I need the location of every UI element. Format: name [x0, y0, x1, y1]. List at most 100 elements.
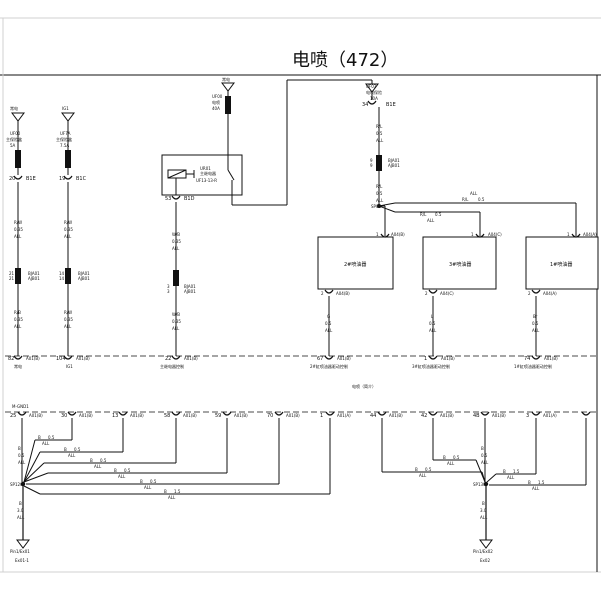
fuse-feed-antenna-icon [11, 112, 25, 122]
ecu-br-pin-3-num: 3 [526, 413, 529, 419]
gnd-left-b2-gauge: 0.5 [100, 458, 107, 463]
ecu-bl-pin-5-num: 70 [267, 413, 273, 419]
ecu-pin-82-tag: A01(B) [26, 356, 40, 361]
splice-sp120-label: SP120 [10, 482, 23, 487]
ecu-pin-104-label: IG1 [66, 364, 73, 369]
ecu-bl-pin-3-tag: A01(B) [183, 413, 197, 418]
injector-3-tag-bot: A04(C) [440, 291, 454, 296]
gnd-left-b5-gauge: 1.5 [174, 489, 181, 494]
ecu-name: 电喷（简介） [352, 383, 376, 389]
ground-right-icon [479, 539, 493, 549]
gnd-left-vwire-opt: ALL [18, 460, 26, 465]
wire-w2-opt: ALL [64, 234, 72, 239]
ecu-br-pin-2-tag: A01(B) [492, 413, 506, 418]
ground-right-code: Ex02 [480, 558, 490, 563]
wire-w6-gauge: 0.35 [64, 317, 73, 322]
gnd-left-b3-color: B [114, 468, 117, 473]
gnd-left-b2-color: B [90, 458, 93, 463]
feed-right-code: UF03 [366, 84, 377, 89]
wire-w1-color: R/W [14, 220, 22, 225]
relay-sub: UF13-13-R [196, 178, 217, 183]
ground-right-label: Pin1/Ex02 [473, 549, 493, 554]
inj-wire-b-gauge: 0.5 [478, 197, 485, 202]
feed-left-code: UF00 [10, 131, 21, 136]
wire-w7-color: W/B [172, 312, 180, 317]
wire-w3-opt: ALL [172, 246, 180, 251]
gnd-right-b1-gauge: 0.5 [453, 455, 460, 460]
ecu-pin-1-num: 1 [424, 356, 427, 362]
injector-2-box [317, 236, 394, 290]
gnd-right-b0-color: B [415, 467, 418, 472]
ecu-bottom-left-pins: 25 A01(B) 30 A01(B) 13 A01(B) 58 A01(B) … [10, 411, 351, 419]
ecu-pin-22-label: 主继电器控制 [160, 363, 184, 369]
relay-feed-label: 常电 [222, 76, 230, 82]
injector-3-box [422, 236, 497, 290]
fuse-ig1-antenna-icon [61, 112, 75, 122]
ecu-bl-pin-2-num: 13 [112, 413, 118, 419]
inj-wire-a-opt: ALL [427, 218, 435, 223]
gnd-right-b3-opt: ALL [532, 486, 540, 491]
injector-3-pin-top: 1 [471, 232, 474, 237]
wire-w3-gauge: 0.35 [172, 239, 181, 244]
ecu-bl-pin-4-num: 59 [215, 413, 221, 419]
connector-c2-icon [65, 268, 71, 284]
injector-2-tag-top: A04(B) [391, 232, 405, 237]
ecu-pin-74-num: 74 [524, 356, 530, 362]
injector-2-pin-top: 1 [376, 232, 379, 237]
feed-left-amp: 5A [10, 143, 16, 148]
splice-sp130-icon [483, 481, 489, 487]
gnd-right-b3-gauge: 1.5 [538, 480, 545, 485]
injector-2-wire-opt: ALL [325, 328, 333, 333]
wire-w4-opt: ALL [376, 138, 384, 143]
pin-relay-out-icon [171, 195, 181, 200]
ecu-bl-pin-0-num: 25 [10, 413, 16, 419]
ecu-pin-67-num: 67 [317, 356, 323, 362]
relay-feed-code: UF00 [212, 94, 223, 99]
gnd-left-b1-opt: ALL [68, 453, 76, 458]
relay-feed-sub: 电喷 [212, 99, 220, 105]
connector-c1-icon [15, 268, 21, 284]
relay-name: 主继电器 [200, 170, 216, 176]
gnd-left-b2-opt: ALL [94, 464, 102, 469]
gnd-right-b2-gauge: 1.5 [513, 469, 520, 474]
wire-w7-opt: ALL [172, 326, 180, 331]
ecu-pin-74-icon [531, 355, 541, 360]
ecu-bottom-right-pins: 44 A01(B) 42 A01(B) 4B A01(B) 3 A01(A) [370, 411, 591, 419]
injector-3-wire-opt: ALL [429, 328, 437, 333]
ecu-pin-22-icon [171, 355, 181, 360]
injector-3-pin-bot-icon [428, 289, 438, 294]
gnd-left-b4-opt: ALL [144, 485, 152, 490]
ecu-bl-pin-6-tag: A01(A) [337, 413, 351, 418]
wire-w1-gauge: 0.35 [14, 227, 23, 232]
feed-left-sub: 主保险盒 [6, 136, 22, 142]
ecu-bl-pin-0-tag: A01(B) [29, 413, 43, 418]
wire-w2-gauge: 0.35 [64, 227, 73, 232]
injector-2-pin-top-icon [380, 233, 390, 238]
gnd-left-b4-gauge: 0.5 [150, 479, 157, 484]
injector-1-box [525, 236, 599, 290]
injector-1-pin-top-icon [571, 233, 581, 238]
ecu-pin-67-tag: A01(B) [337, 356, 351, 361]
injector-1-pin-bot: 2 [528, 291, 531, 296]
diagram-title: 电喷（472） [292, 50, 398, 71]
injector-3-pin-top-icon [475, 233, 485, 238]
ecu-pin-1-icon [428, 355, 438, 360]
ecu-pin-104-num: 104 [56, 356, 66, 362]
gnd-right-b2-opt: ALL [507, 475, 515, 480]
injector-1-pin-top: 1 [567, 232, 570, 237]
ecu-bl-pin-4-tag: A01(B) [234, 413, 248, 418]
ecu-pin-67-icon [324, 355, 334, 360]
pin-ig1-top-num: 19 [59, 176, 65, 182]
injector-2-wire-gauge: 0.5 [325, 321, 332, 326]
gnd-right-out-gauge: 3.0 [480, 508, 487, 513]
gnd-right-vwire-opt: ALL [481, 460, 489, 465]
ecu-bl-pin-1-tag: A01(B) [79, 413, 93, 418]
ecu-pin-22-num: 22 [165, 356, 171, 362]
pin-left-top-tag: B1E [26, 176, 36, 182]
wire-w8-opt: ALL [376, 198, 384, 203]
